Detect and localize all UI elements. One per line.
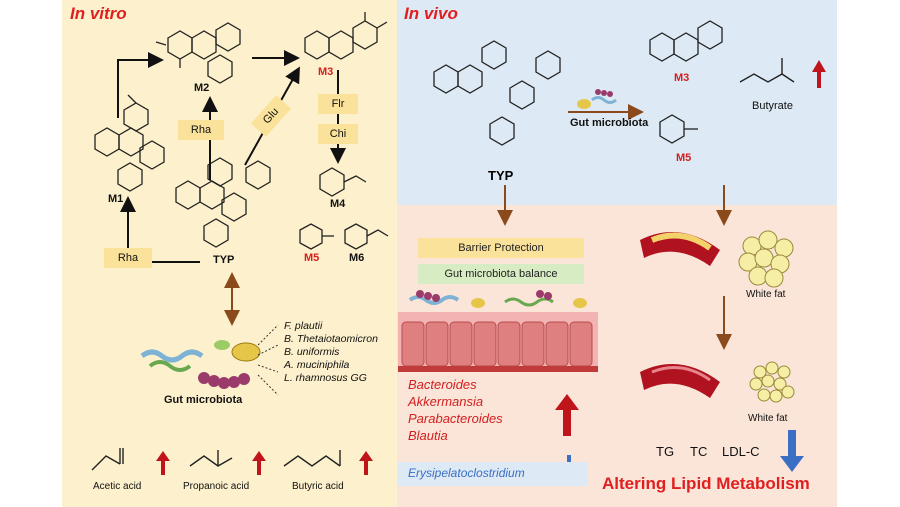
species-item: F. plautii xyxy=(284,320,323,332)
gut-balance-bar: Gut microbiota balance xyxy=(418,264,584,284)
enzyme-chi: Chi xyxy=(318,124,358,144)
in-vitro-heading: In vitro xyxy=(70,4,127,23)
enzyme-rha-bottom: Rha xyxy=(104,248,152,268)
species-item: B. Thetaiotaomicron xyxy=(284,333,378,345)
blood-vessel-clogged xyxy=(640,232,720,266)
vitro-arrows xyxy=(117,50,346,263)
acid-label-acetic: Acetic acid xyxy=(93,481,142,492)
m2-label: M2 xyxy=(194,82,210,94)
enzyme-flr: Flr xyxy=(318,94,358,114)
m1-structure xyxy=(94,94,165,192)
butyrate-structure xyxy=(739,58,795,83)
m6-label: M6 xyxy=(349,252,365,264)
m5-structure-vivo xyxy=(659,114,698,144)
acid-label-propanoic: Propanoic acid xyxy=(183,481,250,492)
increased-genera-list: Bacteroides Akkermansia Parabacteroides … xyxy=(408,376,503,444)
species-item: B. uniformis xyxy=(284,346,340,358)
typ-structure-vivo xyxy=(433,40,561,146)
in-vivo-heading: In vivo xyxy=(404,4,458,23)
decreased-genus-label: Erysipelatoclostridium xyxy=(408,466,525,480)
enzyme-rha-top: Rha xyxy=(178,120,224,140)
m1-label: M1 xyxy=(108,193,124,205)
m4-label: M4 xyxy=(330,198,346,210)
acid-up-arrows xyxy=(156,451,373,475)
typ-structure-vitro xyxy=(175,157,271,248)
in-vivo-metabolism-panel xyxy=(397,0,837,205)
m3-structure-vitro xyxy=(304,12,388,60)
intestine-illustration xyxy=(398,290,598,372)
white-fat-large xyxy=(738,230,794,288)
typ-label-vitro: TYP xyxy=(213,254,235,266)
lipid-tc: TC xyxy=(690,444,708,459)
m4-structure xyxy=(319,167,367,197)
white-fat-small xyxy=(749,361,795,403)
gut-microbiota-illustration-vitro xyxy=(140,340,261,389)
lipid-tg: TG xyxy=(656,444,675,459)
species-pointers xyxy=(257,324,279,396)
m6-structure xyxy=(344,223,389,250)
white-fat-label-top: White fat xyxy=(746,289,786,300)
m5-label-vivo: M5 xyxy=(676,152,692,164)
gut-microbiota-label-vitro: Gut microbiota xyxy=(164,394,243,406)
typ-label-vivo: TYP xyxy=(488,168,514,183)
barrier-protection-bar: Barrier Protection xyxy=(418,238,584,258)
m5-label-vitro: M5 xyxy=(304,252,320,264)
decreased-genus-box: Erysipelatoclostridium xyxy=(398,462,588,486)
conclusion-title: Altering Lipid Metabolism xyxy=(602,474,810,493)
genus-item: Parabacteroides xyxy=(408,411,503,426)
white-fat-label-bottom: White fat xyxy=(748,413,788,424)
genera-increase-arrow xyxy=(555,394,579,436)
m5-structure-vitro xyxy=(299,223,334,250)
species-item: A. muciniphila xyxy=(284,359,350,371)
gut-microbiota-label-vivo: Gut microbiota xyxy=(570,117,649,129)
gut-microbiota-illustration-vivo xyxy=(577,89,617,109)
species-item: L. rhamnosus GG xyxy=(284,372,367,384)
genus-item: Blautia xyxy=(408,428,448,443)
genus-item: Akkermansia xyxy=(408,394,484,409)
species-list: F. plautii B. Thetaiotaomicron B. unifor… xyxy=(284,320,378,385)
genus-item: Bacteroides xyxy=(408,377,477,392)
butyrate-label: Butyrate xyxy=(752,100,793,112)
m3-label-vitro: M3 xyxy=(318,66,334,78)
lipid-ldl: LDL-C xyxy=(722,444,760,459)
m3-structure-vivo xyxy=(649,20,723,62)
m3-label-vivo: M3 xyxy=(674,72,690,84)
acid-label-butyric: Butyric acid xyxy=(292,481,344,492)
blood-vessel-clear xyxy=(640,364,720,398)
lipid-decrease-arrow xyxy=(780,430,804,472)
m2-structure xyxy=(155,22,241,84)
butyrate-up-arrow xyxy=(812,60,826,88)
acid-structures xyxy=(91,448,341,471)
